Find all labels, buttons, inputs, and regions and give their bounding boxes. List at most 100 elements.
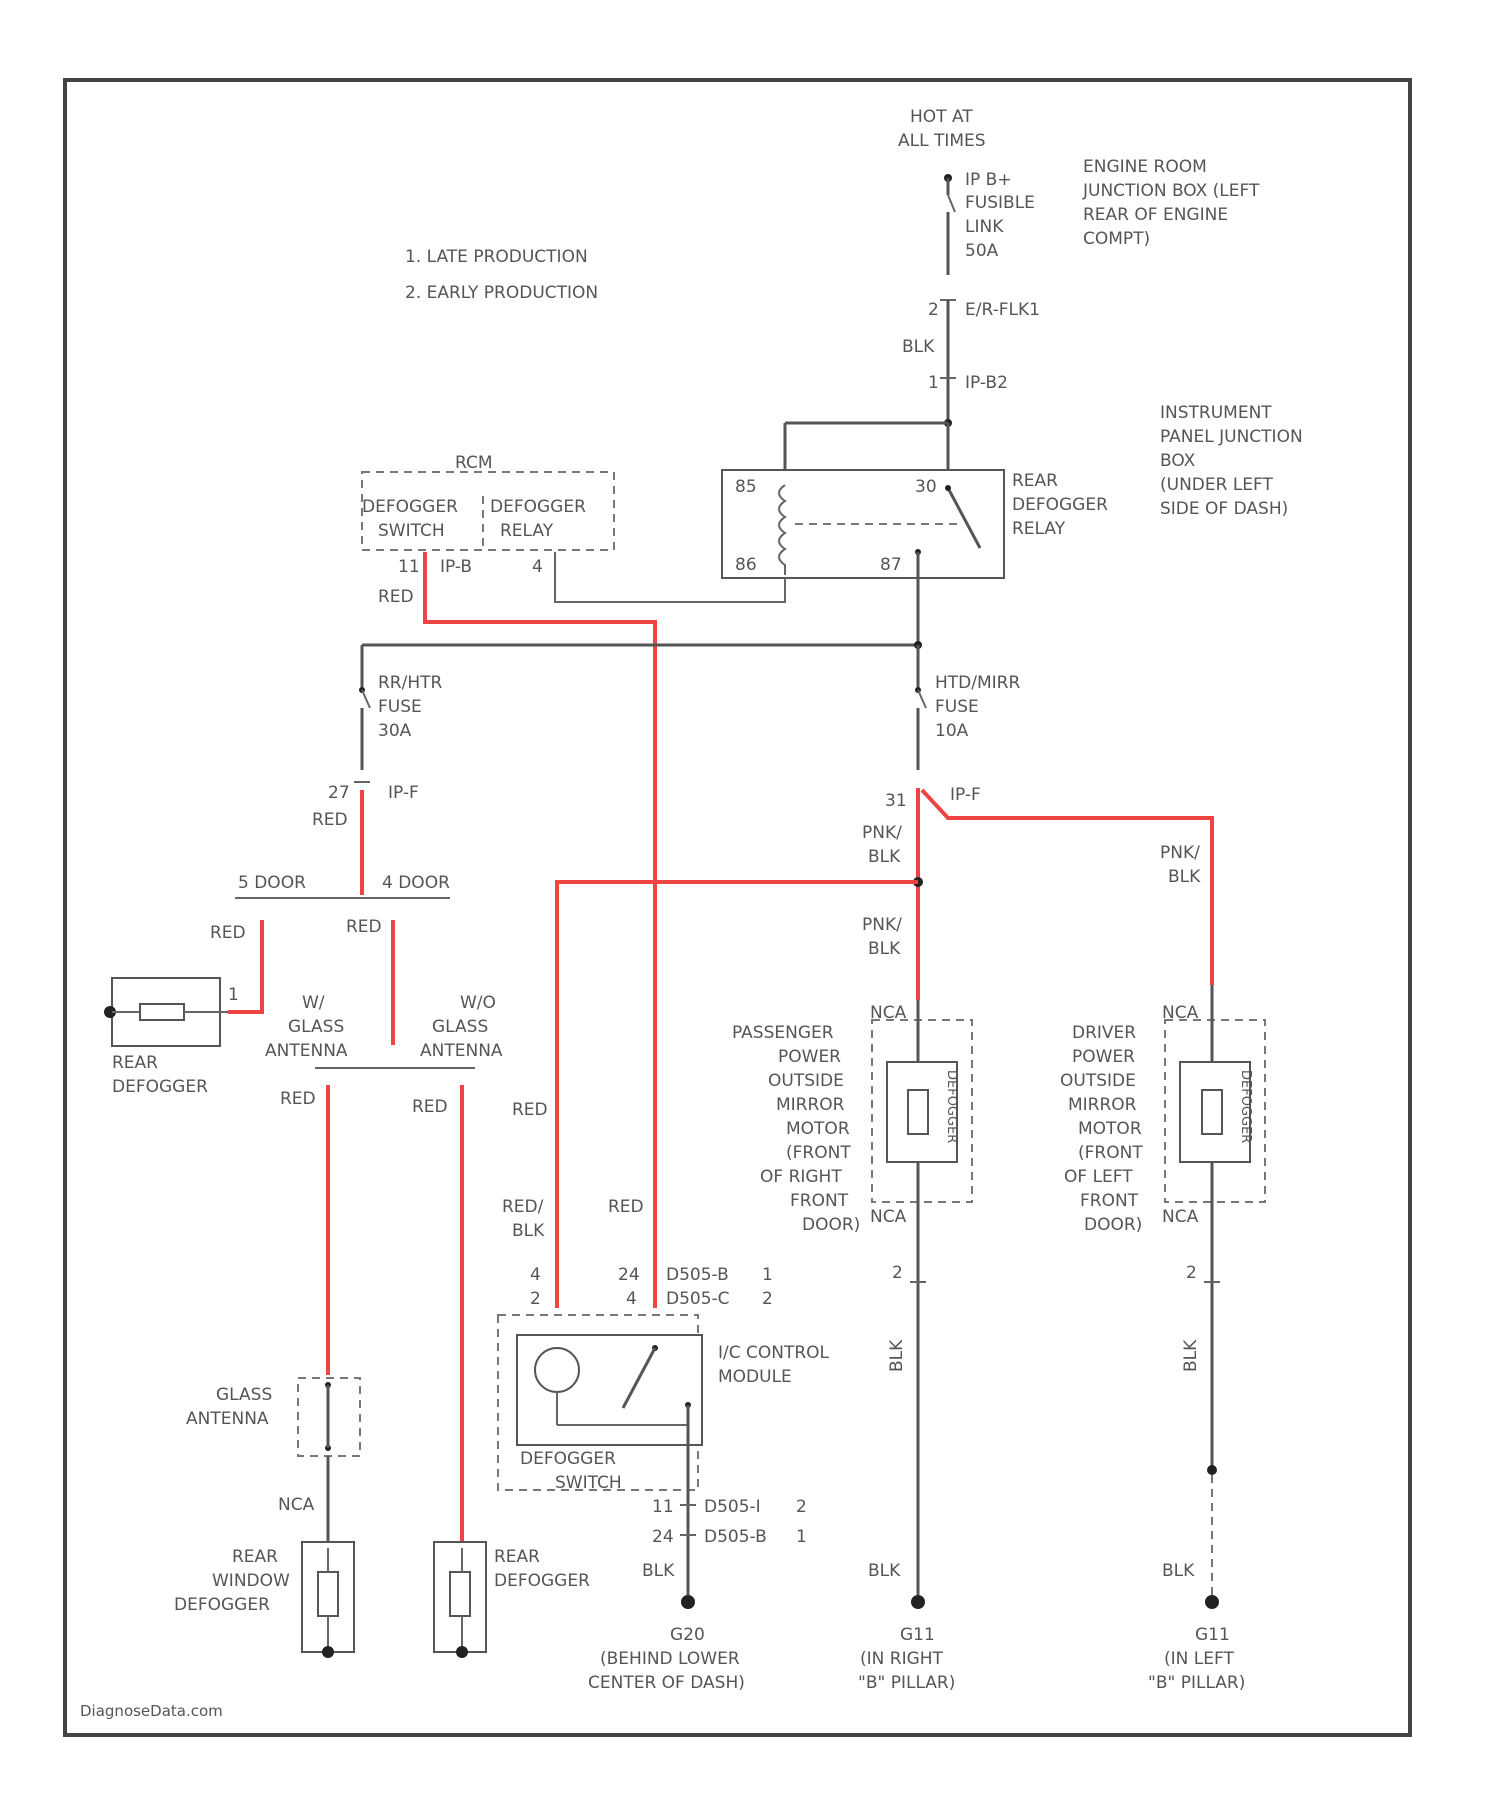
- svg-text:DRIVER: DRIVER: [1072, 1023, 1136, 1043]
- svg-text:DOOR): DOOR): [1084, 1215, 1142, 1235]
- svg-text:BOX: BOX: [1160, 451, 1196, 471]
- svg-text:1: 1: [228, 985, 239, 1005]
- conn-ip: IP-B2: [965, 373, 1008, 393]
- rcm-relay-1: DEFOGGER: [490, 497, 586, 517]
- svg-text:BLK: BLK: [1162, 1561, 1195, 1581]
- svg-text:GLASS: GLASS: [216, 1385, 272, 1405]
- svg-text:NCA: NCA: [1162, 1003, 1199, 1023]
- hot-at-label-2: ALL TIMES: [898, 131, 986, 151]
- fuse-left-wire: RED: [312, 810, 348, 830]
- relay-pin-85: 85: [735, 477, 757, 497]
- svg-text:DEFOGGER: DEFOGGER: [112, 1077, 208, 1097]
- svg-text:4: 4: [530, 1265, 541, 1285]
- ground-right-b-pillar: BLK G11 (IN RIGHT "B" PILLAR): [858, 1561, 955, 1693]
- svg-text:BLK: BLK: [887, 1339, 907, 1372]
- rcm-switch-1: DEFOGGER: [362, 497, 458, 517]
- svg-text:RR/HTR: RR/HTR: [378, 673, 443, 693]
- svg-text:POWER: POWER: [778, 1047, 841, 1067]
- defogger-switch-indicator: [535, 1348, 579, 1392]
- svg-text:DEFOGGER: DEFOGGER: [1238, 1070, 1253, 1143]
- svg-text:1: 1: [796, 1527, 807, 1547]
- branch-wire-right: RED: [346, 917, 382, 937]
- glass-antenna: GLASS ANTENNA NCA: [186, 1378, 360, 1542]
- svg-text:WINDOW: WINDOW: [212, 1571, 290, 1591]
- svg-text:MOTOR: MOTOR: [786, 1119, 850, 1139]
- engine-box-2: JUNCTION BOX (LEFT: [1082, 181, 1260, 201]
- svg-text:MODULE: MODULE: [718, 1367, 792, 1387]
- rear-window-defogger: REAR WINDOW DEFOGGER: [174, 1542, 354, 1658]
- relay-label-3: RELAY: [1012, 519, 1066, 539]
- svg-text:2: 2: [1186, 1263, 1197, 1283]
- fuse-right-conn: IP-F: [950, 785, 981, 805]
- door-branch: 5 DOOR 4 DOOR RED RED: [210, 873, 450, 943]
- svg-text:ANTENNA: ANTENNA: [186, 1409, 269, 1429]
- engine-box-1: ENGINE ROOM: [1083, 157, 1207, 177]
- svg-text:PNK/: PNK/: [1160, 843, 1200, 863]
- svg-text:ANTENNA: ANTENNA: [265, 1041, 348, 1061]
- rear-defogger-relay: 85 30 86 87 REAR DEFOGGER RELAY: [722, 423, 1108, 578]
- svg-text:MIRROR: MIRROR: [776, 1095, 845, 1115]
- svg-text:BLK: BLK: [1181, 1339, 1201, 1372]
- fusible-link-1: IP B+: [965, 170, 1012, 190]
- engine-box-3: REAR OF ENGINE: [1083, 205, 1228, 225]
- svg-text:D505-I: D505-I: [704, 1497, 761, 1517]
- svg-text:SIDE OF DASH): SIDE OF DASH): [1160, 499, 1288, 519]
- conn-er-pin: 2: [928, 300, 939, 320]
- relay-output-bus: [362, 578, 922, 649]
- svg-text:G11: G11: [900, 1625, 935, 1645]
- svg-text:PNK/: PNK/: [862, 823, 902, 843]
- svg-text:INSTRUMENT: INSTRUMENT: [1160, 403, 1272, 423]
- svg-text:11: 11: [652, 1497, 674, 1517]
- red-wire-control-module-feed: [557, 882, 918, 1308]
- svg-text:2: 2: [892, 1263, 903, 1283]
- svg-text:OUTSIDE: OUTSIDE: [768, 1071, 844, 1091]
- svg-text:POWER: POWER: [1072, 1047, 1135, 1067]
- rear-defogger-left: 1 REAR DEFOGGER: [104, 978, 239, 1097]
- ground-left-b-pillar: BLK G11 (IN LEFT "B" PILLAR): [1148, 1561, 1245, 1693]
- svg-text:D505-B: D505-B: [666, 1265, 729, 1285]
- svg-text:W/: W/: [302, 993, 325, 1013]
- svg-text:(IN RIGHT: (IN RIGHT: [860, 1649, 944, 1669]
- svg-text:DEFOGGER: DEFOGGER: [494, 1571, 590, 1591]
- svg-text:30A: 30A: [378, 721, 412, 741]
- rear-defogger-right: REAR DEFOGGER: [434, 1542, 590, 1658]
- fusible-link-2: FUSIBLE: [965, 193, 1035, 213]
- red-wire-driver-mirror: [922, 790, 1212, 985]
- fuse-htd-mirr: HTD/MIRR FUSE 10A 31 IP-F PNK/ BLK PNK/ …: [862, 645, 1201, 959]
- svg-text:D505-C: D505-C: [666, 1289, 730, 1309]
- fusible-link-4: 50A: [965, 241, 999, 261]
- rcm-wire: RED: [378, 587, 414, 607]
- svg-text:(FRONT: (FRONT: [1078, 1143, 1143, 1163]
- ground-g20: G20 (BEHIND LOWER CENTER OF DASH): [588, 1595, 745, 1693]
- svg-text:RED/: RED/: [502, 1197, 544, 1217]
- svg-text:(UNDER LEFT: (UNDER LEFT: [1160, 475, 1274, 495]
- svg-text:MOTOR: MOTOR: [1078, 1119, 1142, 1139]
- svg-text:REAR: REAR: [112, 1053, 158, 1073]
- svg-text:GLASS: GLASS: [288, 1017, 344, 1037]
- rcm-relay-2: RELAY: [500, 521, 554, 541]
- note-late-production: 1. LATE PRODUCTION: [405, 247, 588, 267]
- svg-text:2: 2: [762, 1289, 773, 1309]
- svg-text:FUSE: FUSE: [378, 697, 422, 717]
- svg-text:"B" PILLAR): "B" PILLAR): [858, 1673, 955, 1693]
- svg-text:PANEL JUNCTION: PANEL JUNCTION: [1160, 427, 1303, 447]
- svg-text:HTD/MIRR: HTD/MIRR: [935, 673, 1020, 693]
- svg-text:DEFOGGER: DEFOGGER: [520, 1449, 616, 1469]
- svg-text:OUTSIDE: OUTSIDE: [1060, 1071, 1136, 1091]
- svg-text:ANTENNA: ANTENNA: [420, 1041, 503, 1061]
- red-wire-rcm-switch: [425, 552, 655, 1308]
- svg-text:(IN LEFT: (IN LEFT: [1164, 1649, 1234, 1669]
- antenna-branch: W/ GLASS ANTENNA W/O GLASS ANTENNA RED R…: [265, 993, 503, 1117]
- svg-text:BLK: BLK: [868, 847, 901, 867]
- svg-text:(FRONT: (FRONT: [786, 1143, 851, 1163]
- engine-box-4: COMPT): [1083, 229, 1150, 249]
- svg-text:G20: G20: [670, 1625, 705, 1645]
- svg-text:OF RIGHT: OF RIGHT: [760, 1167, 842, 1187]
- conn-er: E/R-FLK1: [965, 300, 1040, 320]
- driver-mirror-motor: DEFOGGER NCA NCA DRIVER POWER OUTSIDE MI…: [1060, 985, 1265, 1595]
- svg-text:REAR: REAR: [232, 1547, 278, 1567]
- rcm-title: RCM: [455, 453, 493, 473]
- svg-text:NCA: NCA: [870, 1207, 907, 1227]
- svg-text:I/C CONTROL: I/C CONTROL: [718, 1343, 830, 1363]
